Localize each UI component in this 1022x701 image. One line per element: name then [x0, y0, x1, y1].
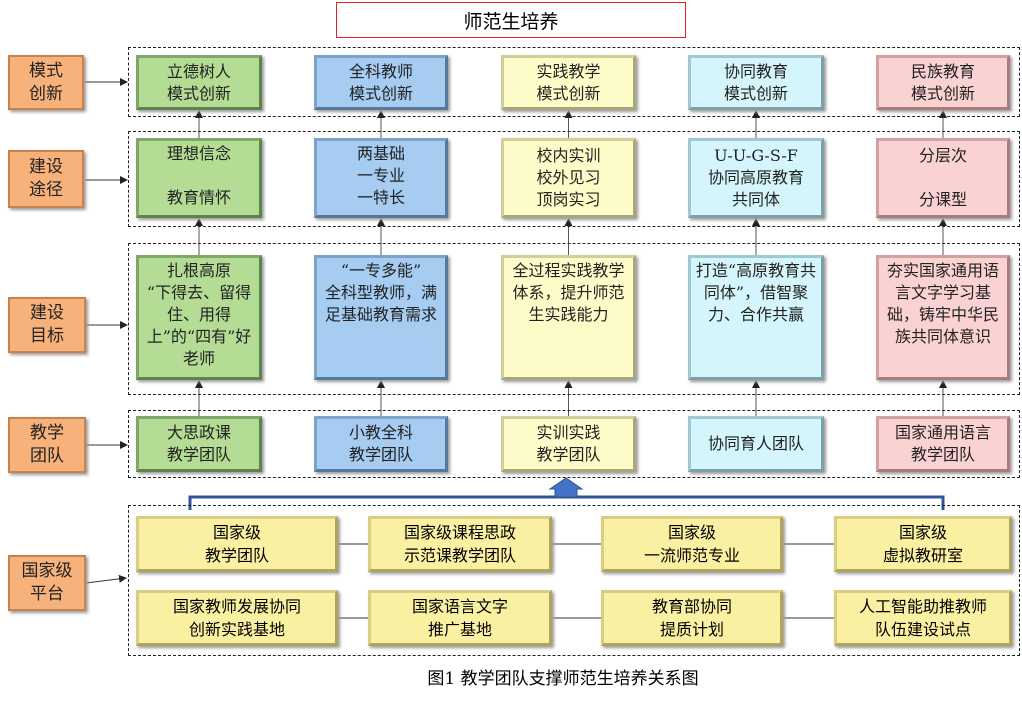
row-label: 教学 团队 — [8, 417, 86, 473]
row-goal-group — [128, 243, 1020, 395]
platform-box: 国家级 一流师范专业 — [601, 516, 783, 572]
row-platform-group — [128, 505, 1020, 656]
row-goal-box: 扎根高原 “下得去、留得住、用得上”的“四有”好老师 — [136, 255, 262, 380]
row-mode-innovation-group — [128, 47, 1020, 117]
row-team-box: 小教全科 教学团队 — [314, 416, 448, 472]
row-mode-innovation-box: 协同教育 模式创新 — [688, 55, 824, 110]
platform-box: 人工智能助推教师 队伍建设试点 — [834, 590, 1012, 646]
row-team-group — [128, 410, 1020, 478]
row-label: 建设 目标 — [8, 297, 86, 353]
row-path-box: 两基础 一专业 一特长 — [314, 138, 448, 218]
row-label: 国家级 平台 — [8, 555, 86, 611]
platform-box: 国家级课程思政 示范课教学团队 — [368, 516, 552, 572]
row-path-box: 理想信念 教育情怀 — [136, 138, 262, 218]
diagram-title: 师范生培养 — [336, 2, 686, 38]
row-label: 建设 途径 — [8, 150, 84, 208]
row-mode-innovation-box: 立德树人 模式创新 — [136, 55, 262, 110]
row-mode-innovation-box: 民族教育 模式创新 — [876, 55, 1010, 110]
row-team-box: 实训实践 教学团队 — [501, 416, 636, 472]
platform-box: 国家级 虚拟教研室 — [834, 516, 1012, 572]
row-team-box: 国家通用语言 教学团队 — [876, 416, 1010, 472]
row-mode-innovation-box: 实践教学 模式创新 — [501, 55, 636, 110]
row-goal-box: 全过程实践教学体系，提升师范生实践能力 — [501, 255, 636, 380]
platform-box: 国家级 教学团队 — [136, 516, 338, 572]
row-label: 模式 创新 — [8, 55, 84, 110]
row-team-box: 协同育人团队 — [688, 416, 824, 472]
row-goal-box: 夯实国家通用语言文字学习基础，铸牢中华民族共同体意识 — [876, 255, 1010, 380]
row-path-box: U-U-G-S-F 协同高原教育 共同体 — [688, 138, 824, 218]
row-goal-box: “一专多能” 全科型教师，满足基础教育需求 — [314, 255, 448, 380]
support-arrow — [548, 477, 584, 498]
row-goal-box: 打造“高原教育共同体”，借智聚力、合作共赢 — [688, 255, 824, 380]
figure-caption: 图1 教学团队支撑师范生培养关系图 — [427, 669, 699, 689]
platform-box: 国家语言文字 推广基地 — [368, 590, 552, 646]
row-mode-innovation-box: 全科教师 模式创新 — [314, 55, 448, 110]
platform-box: 教育部协同 提质计划 — [601, 590, 783, 646]
row-path-box: 校内实训 校外见习 顶岗实习 — [501, 138, 636, 218]
platform-box: 国家教师发展协同 创新实践基地 — [136, 590, 338, 646]
row-path-box: 分层次 分课型 — [876, 138, 1010, 218]
row-team-box: 大思政课 教学团队 — [136, 416, 262, 472]
row-path-group — [128, 131, 1020, 227]
